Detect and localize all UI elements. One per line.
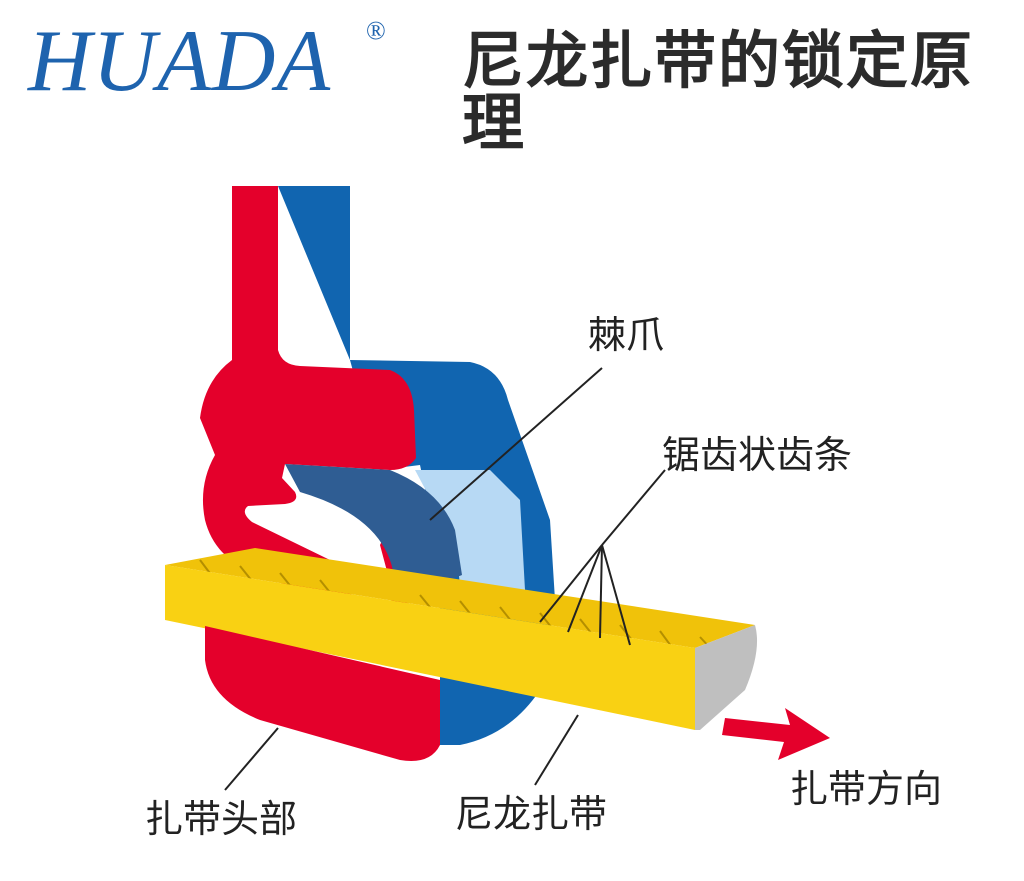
registered-mark: ®	[366, 16, 386, 45]
head-cavity	[415, 470, 525, 600]
pawl	[285, 464, 462, 592]
pawl-label: 棘爪	[588, 313, 665, 357]
direction-arrow-icon	[722, 708, 830, 760]
strap-top	[165, 548, 755, 648]
tie-head-red-lower	[205, 626, 440, 761]
tie-direction-label: 扎带方向	[790, 767, 943, 811]
strap-front	[165, 565, 695, 730]
page-title: 尼龙扎带的锁定原理	[462, 24, 975, 159]
serrated-teeth-label: 锯齿状齿条	[662, 433, 853, 477]
leader-lines	[224, 367, 666, 791]
brand-logo: HUADA	[28, 13, 332, 110]
strap-end	[695, 625, 758, 730]
tie-head-red-front	[200, 186, 416, 628]
nylon-tie-label: 尼龙扎带	[455, 792, 608, 836]
tie-head-label: 扎带头部	[145, 797, 298, 841]
